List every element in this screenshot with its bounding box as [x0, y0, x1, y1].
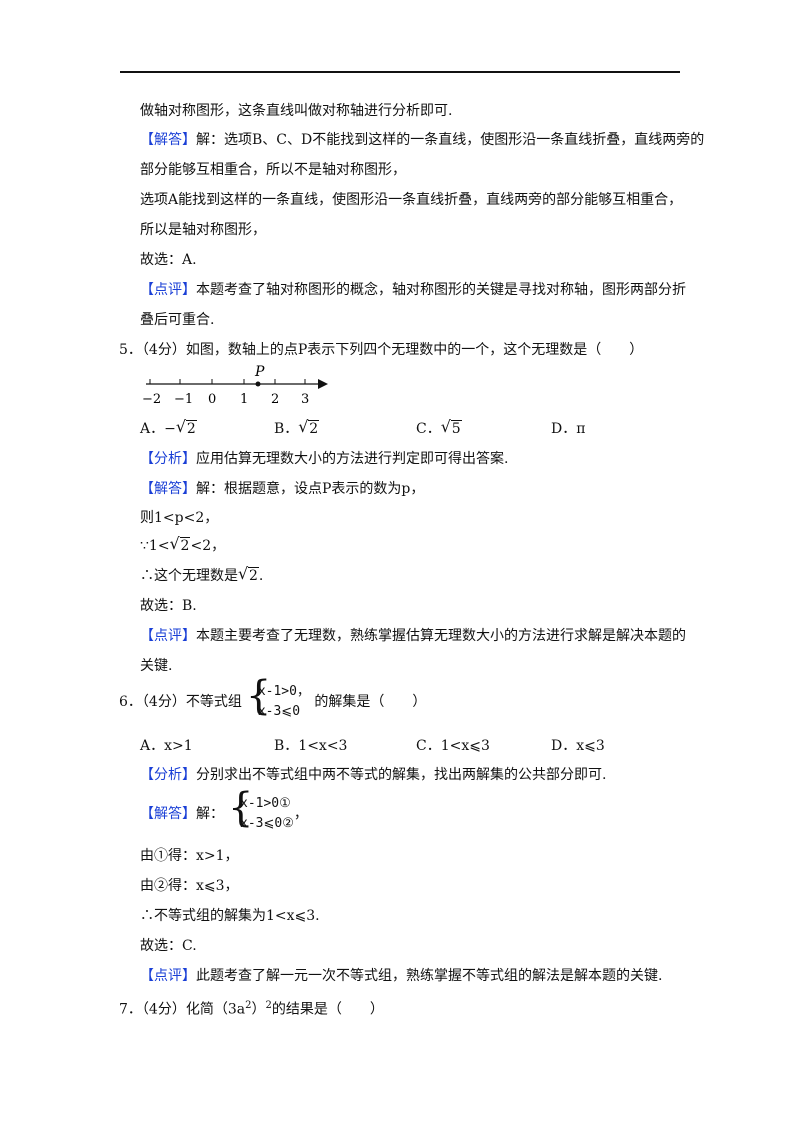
- dianping-tag: 【点评】: [140, 282, 196, 298]
- header-rule: [120, 71, 680, 73]
- text-line: ∵1<2<2，: [140, 534, 225, 556]
- analysis-line: 【分析】分别求出不等式组中两不等式的解集，找出两解集的公共部分即可.: [140, 767, 607, 783]
- comment-line: 【点评】此题考查了解一元一次不等式组，熟练掌握不等式组的解法是解本题的关键.: [140, 968, 663, 984]
- jieda-tag: 【解答】: [140, 806, 196, 822]
- option-d: D．x⩽3: [551, 738, 605, 754]
- text-line: ∴这个无理数是2.: [140, 564, 263, 586]
- option-b: B．2: [274, 417, 320, 439]
- arrow-icon: [318, 379, 328, 389]
- jieda-tag: 【解答】: [140, 481, 196, 497]
- option-c: C．5: [416, 417, 462, 439]
- tick-label: 1: [240, 392, 248, 406]
- question-5-stem: 5．（4分）如图，数轴上的点P表示下列四个无理数中的一个，这个无理数是（ ）: [119, 342, 644, 358]
- tick-label: −1: [174, 392, 193, 406]
- question-7-stem: 7．（4分）化简（3a2）2的结果是（ ）: [119, 1000, 384, 1018]
- answer-line: 【解答】解：x-1>0①x-3⩽0②，: [140, 788, 308, 834]
- text-line: 故选：A.: [140, 252, 197, 268]
- option-b: B．1<x<3: [274, 738, 348, 754]
- answer-line: 【解答】解：选项B、C、D不能找到这样的一条直线，使图形沿一条直线折叠，直线两旁…: [140, 132, 705, 148]
- tick-label: 3: [301, 392, 309, 406]
- answer-line: 【解答】解：根据题意，设点P表示的数为p，: [140, 481, 425, 497]
- dianping-tag: 【点评】: [140, 628, 196, 644]
- point-p: [255, 381, 261, 387]
- text-line: 选项A能找到这样的一条直线，使图形沿一条直线折叠，直线两旁的部分能够互相重合，: [140, 192, 683, 208]
- tick-label: 2: [271, 392, 279, 406]
- tick-label: −2: [142, 392, 161, 406]
- option-a: A．x>1: [140, 738, 193, 754]
- text-line: 叠后可重合.: [140, 312, 215, 328]
- text-line: 部分能够互相重合，所以不是轴对称图形，: [140, 162, 406, 178]
- text-line: 由①得：x>1，: [140, 848, 239, 864]
- comment-line: 【点评】本题主要考查了无理数，熟练掌握估算无理数大小的方法进行求解是解决本题的: [140, 628, 686, 644]
- text-line: 则1<p<2，: [140, 510, 219, 526]
- dianping-tag: 【点评】: [140, 968, 196, 984]
- text-line: 关键.: [140, 658, 173, 674]
- text-line: ∴不等式组的解集为1<x⩽3.: [140, 908, 320, 924]
- text-line: 所以是轴对称图形，: [140, 222, 266, 238]
- text-line: 故选：B.: [140, 598, 197, 614]
- inequality-system: x-1>0①x-3⩽0②: [228, 788, 294, 834]
- fenxi-tag: 【分析】: [140, 451, 196, 467]
- tick-label: 0: [208, 392, 216, 406]
- point-p-label: P: [254, 364, 265, 380]
- inequality-system: x-1>0，x-3⩽0: [246, 676, 310, 722]
- analysis-line: 【分析】应用估算无理数大小的方法进行判定即可得出答案.: [140, 451, 509, 467]
- number-line-figure: P −2 −1 0 1 2 3: [142, 364, 328, 406]
- comment-line: 【点评】本题考查了轴对称图形的概念，轴对称图形的关键是寻找对称轴，图形两部分折: [140, 282, 686, 298]
- option-c: C．1<x⩽3: [416, 738, 490, 754]
- question-6-stem: 6．（4分）不等式组x-1>0，x-3⩽0 的解集是（ ）: [119, 676, 426, 722]
- jieda-tag: 【解答】: [140, 132, 196, 148]
- text-line: 做轴对称图形，这条直线叫做对称轴进行分析即可.: [140, 103, 453, 119]
- fenxi-tag: 【分析】: [140, 767, 196, 783]
- text-line: 故选：C.: [140, 938, 197, 954]
- option-d: D．π: [551, 421, 586, 437]
- option-a: A．−2: [140, 417, 197, 439]
- text-line: 由②得：x⩽3，: [140, 878, 239, 894]
